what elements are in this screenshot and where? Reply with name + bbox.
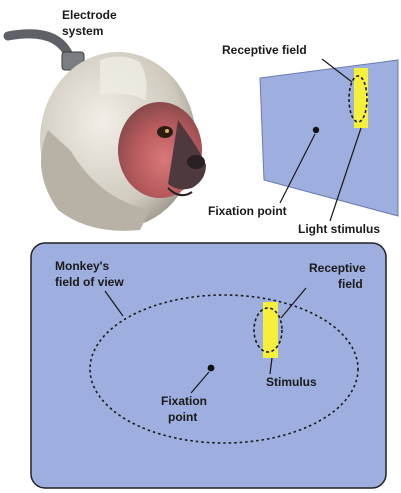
projection-screen [260, 60, 398, 216]
fixation-point-label-line1: Fixation [161, 394, 207, 408]
receptive-field-label-top: Receptive field [222, 43, 307, 57]
fixation-point-dot [208, 365, 215, 372]
receptive-field-label-line1: Receptive [309, 261, 366, 275]
stimulus-bar [263, 302, 278, 358]
field-of-view-label-line2: field of view [55, 275, 124, 289]
light-stimulus-bar [354, 68, 368, 128]
fixation-point-label-line2: point [168, 410, 197, 424]
electrode-label-line1: Electrode [62, 8, 117, 22]
monkey-head-illustration [40, 52, 206, 231]
stimulus-label: Stimulus [266, 375, 317, 389]
fixation-point-dot-top [313, 127, 319, 133]
fixation-point-label-top: Fixation point [208, 204, 287, 218]
light-stimulus-label: Light stimulus [298, 222, 380, 236]
receptive-field-label-line2: field [338, 277, 363, 291]
electrode-label-line2: system [62, 24, 103, 38]
field-of-view-label-line1: Monkey's [55, 259, 110, 273]
